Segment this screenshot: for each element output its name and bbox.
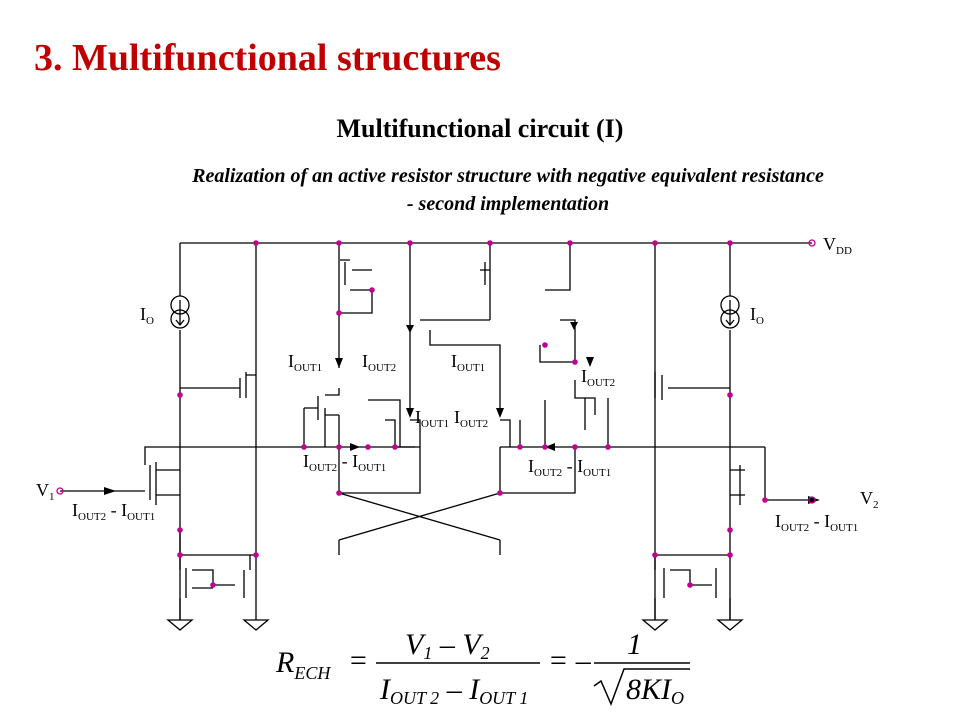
current-arrows [104,322,820,504]
iout1-label-b: IOUT1 [451,351,485,374]
description-line-1: Realization of an active resistor struct… [192,165,824,187]
eq-lhs: RECH [275,646,331,683]
iout2-label-a: IOUT2 [362,351,396,374]
vdd-label: VDD [823,234,852,257]
eq-equals-negative: = – [548,644,592,677]
circuit-wires [60,242,812,631]
current-source-right-symbol [720,295,740,329]
idiff-label-center-right: IOUT2 - IOUT1 [528,456,611,479]
section-subtitle: Multifunctional circuit (I) [336,114,624,143]
iout2-label-c: IOUT2 [454,407,488,430]
idiff-label-center-left: IOUT2 - IOUT1 [303,451,386,474]
io-right-label: IO [750,304,764,327]
current-source-left-symbol [170,295,190,329]
eq-one: 1 [627,628,642,661]
v1-label: V1 [36,480,55,503]
eq-numerator: V1 – V2 [405,628,490,663]
page-title: 3. Multifunctional structures [34,37,501,79]
description-line-2: - second implementation [406,193,610,215]
eq-equals-1: = [348,644,368,677]
eq-sqrt-icon [593,668,690,707]
iout2-label-b: IOUT2 [581,366,615,389]
io-left-label: IO [140,304,154,327]
iout1-label-c: IOUT1 [415,407,449,430]
idiff-label-input: IOUT2 - IOUT1 [72,500,155,523]
circuit-nodes [56,239,816,588]
idiff-label-output: IOUT2 - IOUT1 [775,511,858,534]
equation: RECH = V1 – V2 IOUT 2 – IOUT 1 = – 1 8KI… [275,628,690,708]
eq-sqrt-argument: 8KIO [626,673,684,708]
iout1-label-a: IOUT1 [288,351,322,374]
eq-denominator: IOUT 2 – IOUT 1 [379,673,528,708]
v2-label: V2 [860,488,879,511]
description: Realization of an active resistor struct… [0,162,960,218]
